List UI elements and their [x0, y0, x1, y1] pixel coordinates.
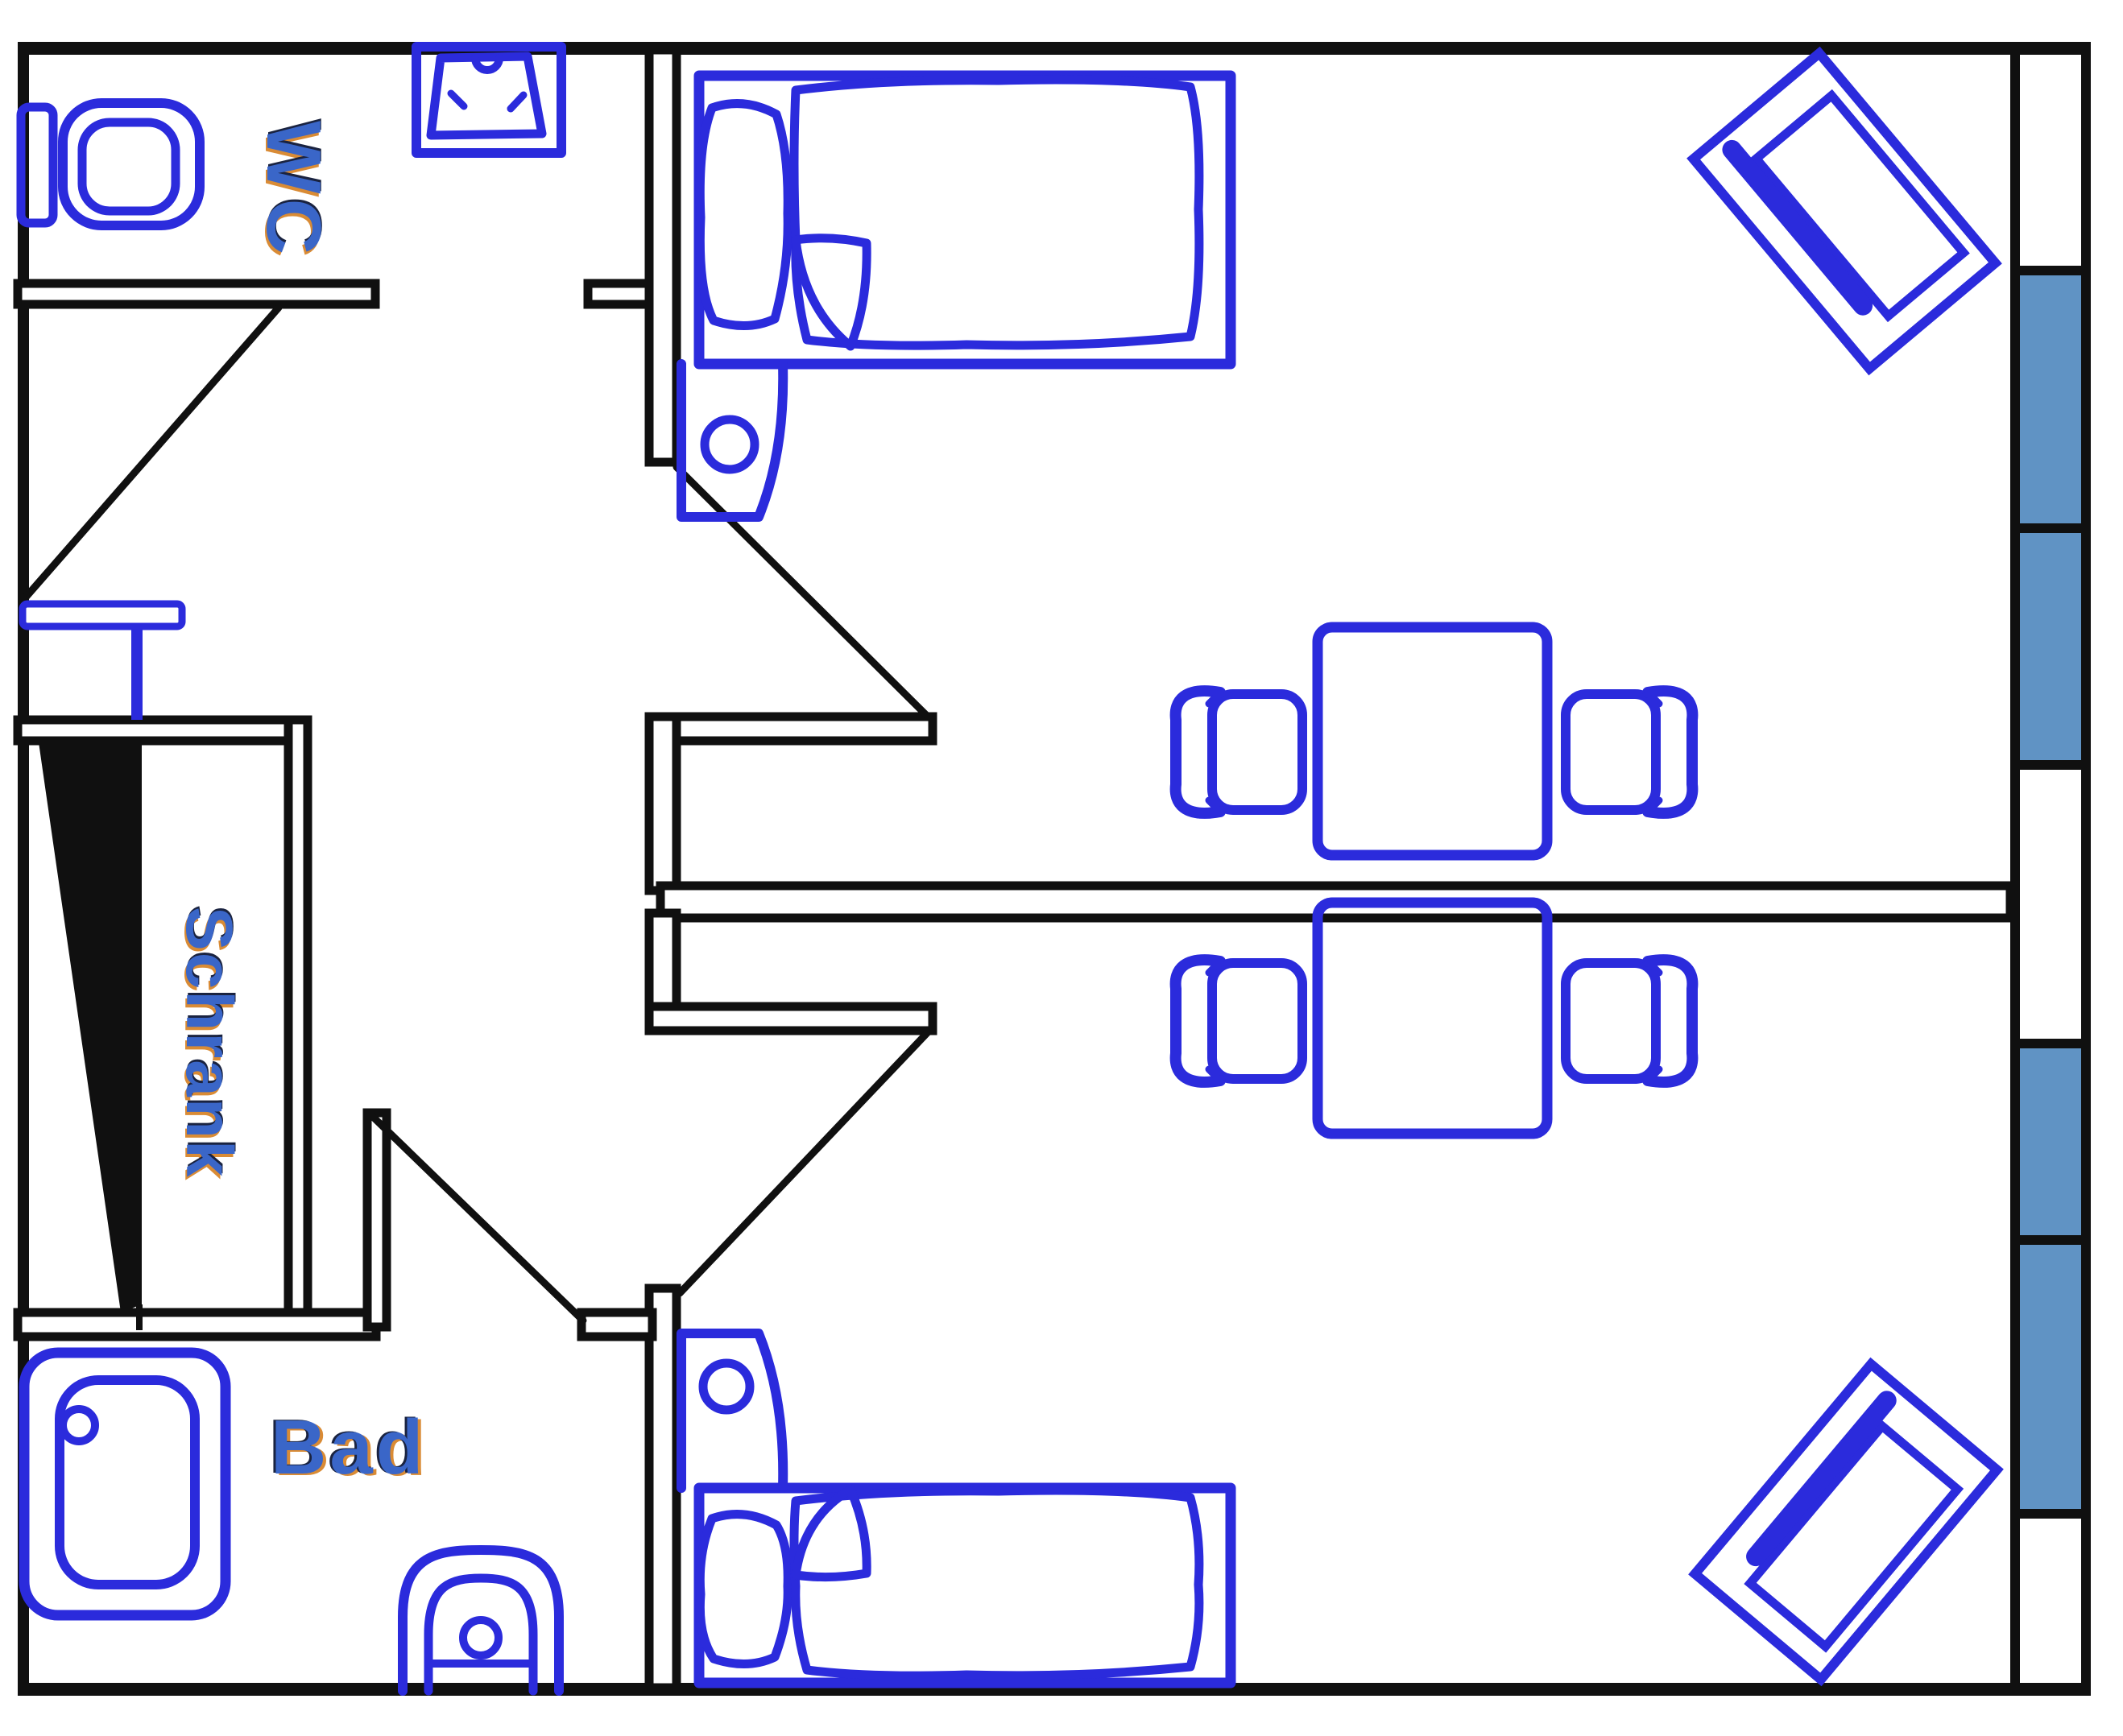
window-mullion	[2010, 1039, 2091, 1048]
coat-rack-post	[131, 626, 143, 720]
window-pane	[2020, 1245, 2081, 1509]
window-pane	[2020, 1048, 2081, 1235]
window-strip	[2010, 42, 2091, 1696]
wall-closet-north	[13, 715, 312, 746]
window-pane	[2020, 275, 2081, 523]
sink-icon	[412, 42, 566, 158]
nightstand-icon-bottom	[677, 1329, 788, 1493]
wc-label: WC	[250, 121, 337, 259]
window-mullion	[2010, 266, 2091, 275]
nightstand	[677, 1329, 788, 1493]
door-swing-bedroom-top	[672, 463, 932, 721]
door-swings	[20, 304, 932, 1325]
pillow	[695, 99, 793, 331]
wall-bath-north-stub	[577, 1308, 657, 1341]
sink-faucet	[471, 54, 503, 74]
window-mullion	[2010, 760, 2091, 770]
shower-tray	[19, 1347, 231, 1621]
door-swing-bath	[368, 1112, 587, 1325]
nightstand-lamp	[700, 415, 759, 474]
window-mullion	[2010, 1509, 2091, 1519]
closet-label: Schrank	[172, 907, 246, 1179]
bedroom-top	[677, 53, 1996, 861]
door-swing-wc	[20, 304, 283, 603]
chair-left	[1176, 691, 1302, 813]
blanket-fold	[791, 1485, 871, 1582]
wall-hall-top-vertical	[644, 45, 681, 467]
sink-counter	[412, 42, 566, 158]
wall-bath-north	[13, 1308, 381, 1341]
closet: Schrank	[39, 742, 246, 1330]
toilet-bowl-inner	[77, 118, 180, 216]
bed-icon-bottom	[693, 1482, 1236, 1688]
coat-rack-icon	[19, 600, 186, 720]
bathroom-label: Bad	[271, 1404, 426, 1490]
shower-tray-inner	[55, 1375, 200, 1589]
table	[1312, 622, 1553, 861]
tv-icon-top	[1694, 53, 1996, 369]
wall-left	[18, 42, 29, 1696]
bidet-inner	[424, 1573, 538, 1696]
bathroom: Bad	[19, 1347, 564, 1696]
chair-left	[1176, 960, 1302, 1082]
wall-wc-south-stub	[583, 279, 657, 309]
window-mullion	[2010, 1235, 2091, 1245]
bed-icon-top	[693, 70, 1236, 370]
wall-bedroom-top-nw-vertical	[644, 712, 681, 895]
wc-room: WC	[16, 42, 566, 259]
window-mullion	[2010, 523, 2091, 533]
nightstand-icon-top	[677, 359, 788, 522]
table	[1312, 897, 1553, 1139]
shower-drain	[59, 1405, 99, 1445]
wall-bedroom-top-nw-horizontal	[644, 712, 937, 746]
bedroom-bottom	[677, 897, 1997, 1688]
nightstand	[677, 359, 788, 522]
wall-wc-south	[13, 279, 380, 309]
closet-door-panel	[39, 742, 142, 1312]
dining-set-top	[1176, 622, 1693, 861]
tv-icon-bottom	[1695, 1364, 1997, 1680]
toilet-bowl	[58, 98, 205, 230]
bidet-outer	[398, 1545, 564, 1696]
shower-icon	[19, 1347, 231, 1621]
interior-walls	[13, 45, 2015, 1693]
bidet-drain	[459, 1616, 503, 1660]
blanket-fold	[791, 234, 871, 351]
sink-fittings	[447, 89, 528, 113]
chair-right	[1566, 691, 1692, 813]
wall-bedroom-bottom-nw-horizontal	[644, 1002, 937, 1035]
blanket	[789, 75, 1204, 350]
pillow	[695, 1510, 793, 1669]
coat-rack-shelf	[19, 600, 186, 630]
window-pane	[2020, 533, 2081, 760]
wall-bath-door-jamb	[362, 1108, 391, 1332]
door-swing-bedroom-bottom	[676, 1028, 932, 1297]
toilet-tank	[16, 102, 58, 228]
toilet-icon	[16, 98, 205, 230]
wall-hall-bottom-vertical	[644, 1283, 681, 1693]
window-wall-inner-line	[2010, 42, 2020, 1696]
blanket	[789, 1486, 1204, 1680]
wall-closet-east	[283, 715, 312, 1341]
chair-right	[1566, 960, 1692, 1082]
wall-top	[18, 42, 2091, 55]
dining-set-bottom	[1176, 897, 1693, 1139]
bidet-icon	[398, 1545, 564, 1696]
nightstand-lamp	[698, 1358, 755, 1415]
window-wall-outer-line	[2081, 42, 2091, 1696]
